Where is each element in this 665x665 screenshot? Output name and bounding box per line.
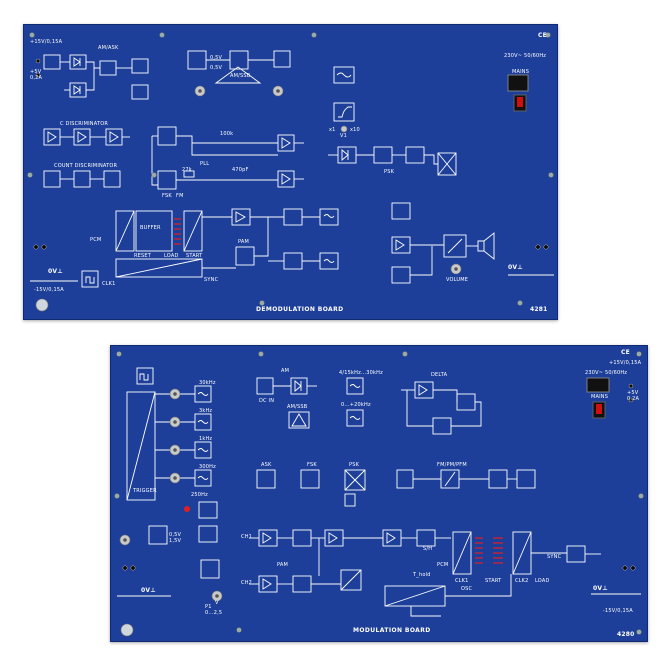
- manufacturer-logo: [120, 623, 134, 637]
- ce-mark: CE: [538, 32, 547, 39]
- label-pam: PAM: [238, 239, 250, 245]
- label-clk1: CLK1: [102, 281, 116, 287]
- label-x10: x10: [350, 127, 360, 133]
- label-psk: PSK: [384, 169, 395, 175]
- label-delta: DELTA: [431, 372, 448, 378]
- label-v3: 0,5V: [210, 65, 223, 71]
- mains-switch[interactable]: [596, 404, 602, 414]
- label-pam: PAM: [277, 562, 289, 568]
- label-c27k: 27k: [182, 167, 192, 173]
- label-f4: 300Hz: [199, 464, 216, 470]
- label-pcm: PCM: [437, 562, 449, 568]
- label-fm: FM: [176, 193, 184, 199]
- label-range1: 4/15kHz...30kHz: [339, 370, 383, 376]
- label-t-hold: T_hold: [413, 572, 431, 578]
- modulation-circuit-diagram: [114, 351, 644, 637]
- label-f5: 250Hz: [191, 492, 208, 498]
- ground-label-left: 0V⊥: [48, 268, 63, 275]
- modulation-board: +15V/0,15A +5V 0,2A -15V/0,15A AM AM/SSB…: [110, 345, 648, 642]
- label-dc-in: DC IN: [259, 398, 275, 404]
- label-am: AM: [281, 368, 290, 374]
- label-start: START: [485, 578, 502, 584]
- label-pcm: PCM: [90, 237, 102, 243]
- label-volume: VOLUME: [446, 277, 469, 283]
- label-fm-pm-pfm: FM/PM/PFM: [437, 462, 467, 468]
- label-f1: 30kHz: [199, 380, 216, 386]
- label-fm-discriminator: C DISCRIMINATOR: [60, 121, 109, 127]
- label-v1: 1,5V: [169, 538, 182, 544]
- trigger-led: [184, 506, 190, 512]
- label-v1: V1: [340, 133, 348, 139]
- label-am-ssb: AM/SSB: [230, 73, 251, 79]
- power-label-5v-current: 0,2A: [30, 75, 43, 81]
- power-label-pos15: +15V/0,15A: [609, 360, 642, 366]
- label-v2: 0,5V: [210, 55, 223, 61]
- demodulation-circuit-diagram: [27, 32, 554, 312]
- ce-mark: CE: [621, 349, 630, 356]
- label-pll: PLL: [200, 161, 210, 167]
- label-sample-hold: S/H: [423, 546, 433, 552]
- label-sync: SYNC: [204, 277, 219, 283]
- label-clk2: CLK2: [515, 578, 529, 584]
- label-range2: 0...+20kHz: [341, 402, 371, 408]
- manufacturer-logo: [35, 298, 49, 312]
- board-number: 4280: [617, 631, 635, 638]
- label-psk: PSK: [349, 462, 360, 468]
- label-v: V: [215, 600, 219, 606]
- mains-rating: 230V~ 50/60Hz: [585, 370, 628, 376]
- power-label-pos15: +15V/0,15A: [30, 39, 63, 45]
- mains-switch[interactable]: [517, 97, 523, 107]
- label-buffer: BUFFER: [140, 225, 161, 231]
- label-load: LOAD: [535, 578, 550, 584]
- label-ask: ASK: [261, 462, 272, 468]
- label-load: LOAD: [164, 253, 179, 259]
- label-ch2: CH2: [241, 580, 253, 586]
- demodulation-board: +15V/0,15A +5V 0,2A -15V/0,15A AM/ASK AM…: [23, 24, 558, 320]
- ground-label-right: 0V⊥: [593, 585, 608, 592]
- label-trigger: TRIGGER: [133, 488, 157, 494]
- mains-label: MAINS: [512, 69, 530, 75]
- label-am-ssb: AM/SSB: [287, 404, 308, 410]
- label-v05: 0,5V: [169, 532, 182, 538]
- label-osc: OSC: [461, 586, 473, 592]
- ground-label-left: 0V⊥: [141, 587, 156, 594]
- board-title: MODULATION BOARD: [353, 627, 431, 634]
- label-reset: RESET: [134, 253, 152, 259]
- label-am-ask: AM/ASK: [98, 45, 119, 51]
- label-f3: 1kHz: [199, 436, 213, 442]
- ground-label-right: 0V⊥: [508, 264, 523, 271]
- label-v-range: 0...2,5: [205, 610, 223, 616]
- board-number: 4281: [530, 306, 548, 313]
- power-label-5v: +5V: [30, 69, 42, 75]
- label-count-discriminator: COUNT DISCRIMINATOR: [54, 163, 118, 169]
- label-c100k: 100k: [220, 131, 234, 137]
- label-p1: P1: [205, 604, 212, 610]
- power-label-5v: +5V: [627, 390, 639, 396]
- mains-rating: 230V~ 50/60Hz: [504, 53, 547, 59]
- label-sync: SYNC: [547, 554, 562, 560]
- label-ch1: CH1: [241, 534, 253, 540]
- power-label-neg15: -15V/0,15A: [34, 287, 64, 293]
- label-start: START: [186, 253, 203, 259]
- label-c470: 470pF: [232, 167, 249, 173]
- board-title: DEMODULATION BOARD: [256, 306, 344, 313]
- label-clk1: CLK1: [455, 578, 469, 584]
- power-label-5v-current: 0,2A: [627, 396, 640, 402]
- label-fsk: FSK: [307, 462, 317, 468]
- label-f2: 3kHz: [199, 408, 213, 414]
- power-label-neg15: -15V/0,15A: [603, 608, 633, 614]
- label-fsk: FSK: [162, 193, 172, 199]
- mains-label: MAINS: [591, 394, 609, 400]
- label-x1: x1: [329, 127, 336, 133]
